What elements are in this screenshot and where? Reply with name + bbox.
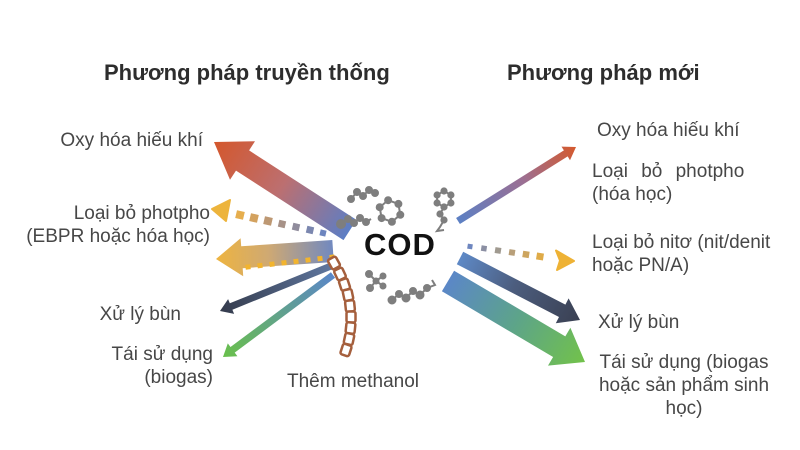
label-left-phosphorus-removal: Loại bỏ photpho (EBPR hoặc hóa học) bbox=[26, 203, 210, 247]
sludge-arrow-right bbox=[456, 251, 580, 324]
molecule-ring-icon bbox=[375, 196, 405, 226]
reuse-arrow-right bbox=[441, 270, 585, 366]
phosphorus-dashed-arrow-left bbox=[211, 199, 327, 237]
methanol-dashed-curve bbox=[326, 255, 357, 358]
label-right-nitrogen-removal: Loại bỏ nitơ (nit/denit hoặc PN/A) bbox=[592, 232, 771, 276]
sludge-arrow-left bbox=[220, 262, 333, 314]
molecule-branched-icon bbox=[365, 270, 387, 292]
reuse-arrow-left bbox=[223, 272, 336, 357]
label-methanol-addition: Thêm methanol bbox=[286, 371, 419, 392]
label-left-sludge-treatment: Xử lý bùn bbox=[99, 304, 181, 325]
molecule-ring-tail-icon bbox=[433, 187, 455, 233]
molecule-chain-bottom-icon bbox=[387, 279, 437, 305]
molecule-chain-top-icon bbox=[347, 186, 379, 203]
label-left-reuse: Tái sử dụng (biogas) bbox=[111, 344, 213, 388]
label-left-aerobic-oxidation: Oxy hóa hiếu khí bbox=[60, 130, 203, 151]
cod-label: COD bbox=[364, 227, 436, 262]
label-right-phosphorus-removal: Loại bỏ photpho (hóa học) bbox=[592, 161, 745, 205]
nitrogen-dashed-arrow-right bbox=[467, 243, 575, 271]
title-traditional-methods: Phương pháp truyền thống bbox=[104, 60, 390, 85]
aerobic-oxidation-arrow-left bbox=[214, 141, 357, 241]
label-right-reuse: Tái sử dụng (biogas hoặc sản phẩm sinh h… bbox=[598, 352, 770, 419]
molecule-chain-left-icon bbox=[336, 214, 372, 229]
title-new-methods: Phương pháp mới bbox=[507, 60, 700, 85]
aerobic-oxidation-arrow-right bbox=[456, 146, 576, 224]
label-right-aerobic-oxidation: Oxy hóa hiếu khí bbox=[597, 120, 740, 141]
label-right-sludge-treatment: Xử lý bùn bbox=[598, 312, 680, 333]
